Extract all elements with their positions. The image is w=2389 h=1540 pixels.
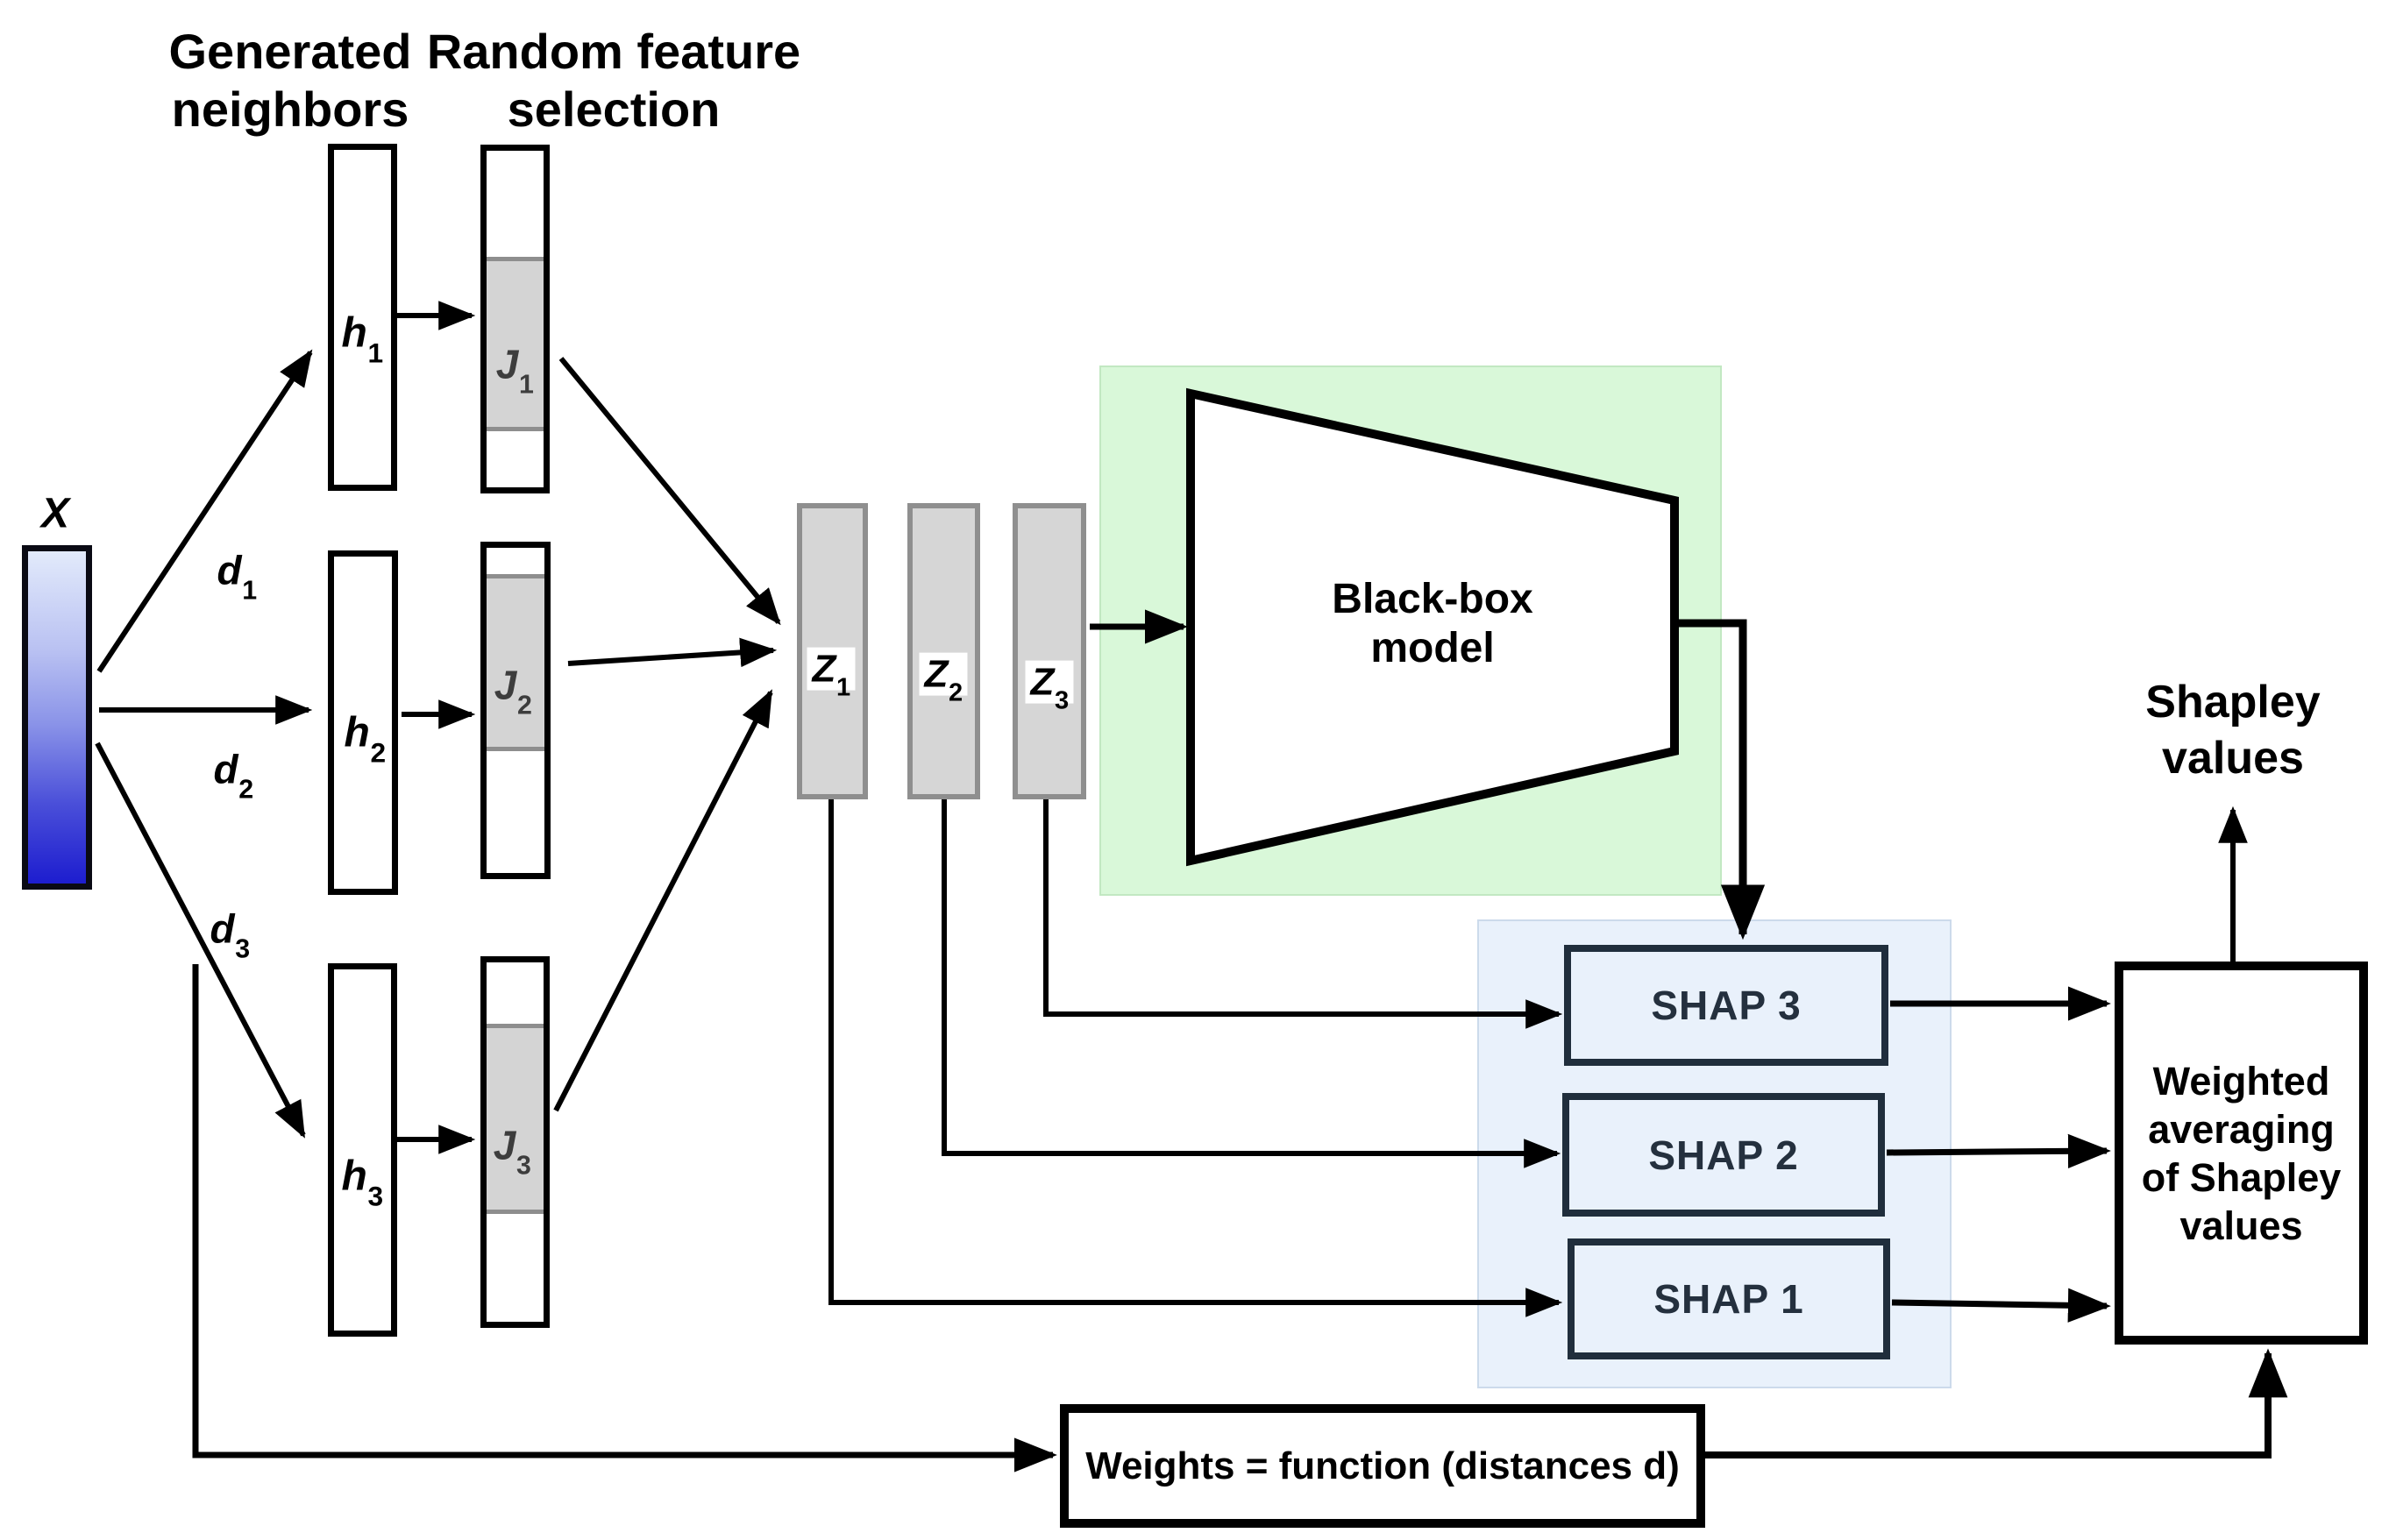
z3-bar: [1013, 503, 1086, 799]
selection-bar-j1: [480, 145, 550, 493]
h3-base: h: [341, 1153, 367, 1200]
z1-sub: 1: [835, 673, 851, 702]
d3-sub: 3: [235, 934, 251, 964]
shap1-label: SHAP 1: [1653, 1276, 1804, 1322]
j3-base: J: [493, 1122, 516, 1168]
shap2-box: SHAP 2: [1562, 1093, 1885, 1217]
neighbor-bar-h3: [328, 963, 397, 1337]
j1-sub: 1: [518, 370, 534, 400]
z2-bar: [907, 503, 980, 799]
label-d2: d2: [213, 698, 254, 804]
arrow-distances-weights: [192, 964, 1057, 1473]
neighbor-bar-h2: [328, 550, 398, 895]
label-j3: J3: [493, 1074, 531, 1180]
label-d3: d3: [210, 857, 251, 963]
z2-base: Z: [924, 652, 949, 696]
header-random-feature-selection: Random feature selection: [426, 24, 801, 137]
shap3-label: SHAP 3: [1651, 983, 1802, 1028]
arrow-j2-z: [567, 637, 778, 668]
j3-selected-features: [487, 1024, 544, 1214]
weighted-averaging-box: Weighted averaging of Shapley values: [2115, 962, 2368, 1345]
j2-base: J: [494, 662, 517, 708]
selection-bar-j2: [480, 542, 551, 879]
label-z1: Z1: [807, 604, 856, 702]
arrow-shap2-weighted: [1886, 1133, 2111, 1168]
d1-sub: 1: [242, 576, 258, 606]
h2-sub: 2: [370, 736, 387, 769]
arrow-shap1-weighted: [1891, 1288, 2111, 1323]
d3-base: d: [210, 905, 235, 952]
label-j2: J2: [494, 614, 532, 720]
label-h3: h3: [341, 1104, 384, 1212]
arrow-d3: [95, 742, 306, 1139]
z3-base: Z: [1030, 660, 1055, 704]
d1-base: d: [217, 547, 242, 593]
z3-chip: Z3: [1025, 660, 1074, 715]
arrow-d1: [96, 349, 313, 673]
arrow-j1-z: [558, 357, 781, 626]
arrow-z3-shap3: [1043, 799, 1563, 1029]
shap2-label: SHAP 2: [1648, 1132, 1799, 1178]
selection-bar-j3: [480, 956, 550, 1328]
input-x-bar: [22, 545, 92, 890]
label-z2: Z2: [919, 609, 968, 707]
label-h1: h1: [341, 261, 384, 369]
arrow-j3-z: [553, 689, 773, 1112]
arrow-z2-shap2: [942, 799, 1561, 1168]
label-d1: d1: [217, 499, 258, 605]
weights-function-box: Weights = function (distances d): [1060, 1404, 1705, 1528]
arrow-model-shap3: [1673, 619, 1766, 940]
z2-chip: Z2: [919, 652, 968, 707]
j2-selected-features: [487, 574, 544, 751]
z2-sub: 2: [948, 678, 963, 707]
j1-base: J: [495, 341, 519, 387]
h1-sub: 1: [367, 337, 384, 369]
z1-base: Z: [812, 647, 836, 691]
input-x-label: X: [40, 490, 70, 537]
black-box-trapezoid: [1186, 387, 1679, 867]
h3-sub: 3: [367, 1180, 384, 1212]
header-generated-neighbors: Generated neighbors: [168, 24, 412, 137]
z3-sub: 3: [1054, 686, 1070, 715]
label-z3: Z3: [1025, 617, 1074, 715]
label-j1: J1: [495, 293, 534, 399]
neighbor-bar-h1: [328, 144, 397, 491]
z1-chip: Z1: [807, 647, 856, 702]
h2-base: h: [344, 709, 370, 756]
h1-base: h: [341, 309, 367, 357]
label-h2: h2: [344, 661, 387, 769]
shap1-box: SHAP 1: [1568, 1238, 1890, 1359]
output-shapley-values-label: Shapley values: [2145, 677, 2321, 784]
d2-sub: 2: [238, 775, 254, 805]
black-box-model-label: Black-box model: [1332, 576, 1533, 671]
shap3-box: SHAP 3: [1564, 945, 1888, 1066]
j2-sub: 2: [516, 691, 532, 720]
arrow-z1-shap1: [828, 799, 1563, 1317]
j3-sub: 3: [515, 1151, 531, 1181]
j1-selected-features: [487, 257, 544, 431]
arrow-weights-weighted: [1705, 1348, 2288, 1458]
d2-base: d: [213, 746, 238, 792]
